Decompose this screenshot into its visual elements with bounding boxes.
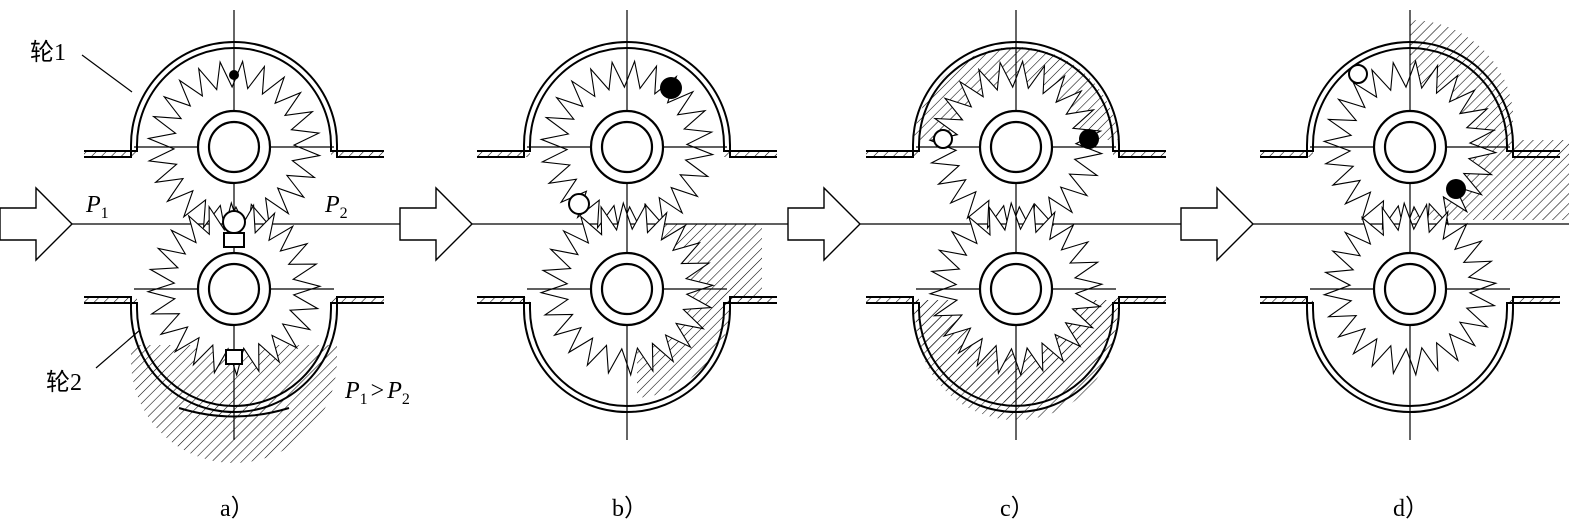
- svg-text:P1: P1: [85, 192, 109, 222]
- marker-filled: [229, 70, 239, 80]
- marker-filled: [1446, 179, 1466, 199]
- flange-right-top: [331, 151, 384, 157]
- gear-bore: [207, 120, 261, 174]
- flange-left-top: [84, 151, 137, 157]
- gear-bore: [989, 262, 1043, 316]
- flange-left-bottom: [1260, 297, 1313, 303]
- wheel1-label-group: 轮1: [30, 39, 133, 93]
- panel-b: [477, 10, 777, 440]
- marker-open: [1348, 64, 1368, 84]
- gear-bore: [1383, 120, 1437, 174]
- flow-arrows: [0, 186, 1254, 262]
- svg-text:P1>P2: P1>P2: [344, 378, 410, 408]
- panels: [84, 10, 1569, 463]
- key-block-lower: [225, 349, 243, 365]
- panel-d: [1260, 10, 1569, 440]
- caption-a: a）: [220, 496, 255, 521]
- wheel2-label-group: 轮2: [46, 329, 141, 396]
- wheel2-leader-line: [95, 329, 141, 369]
- p2-label: P2: [324, 192, 348, 222]
- wheel1-label: 轮1: [30, 39, 66, 66]
- flow-arrow-icon: [0, 186, 73, 262]
- flange-left-bottom: [866, 297, 919, 303]
- marker-open: [568, 193, 590, 215]
- flange-left-bottom: [84, 297, 137, 303]
- flange-right-bottom: [331, 297, 384, 303]
- flange-right-top: [1113, 151, 1166, 157]
- gear-bore: [600, 120, 654, 174]
- flow-arrow-icon: [399, 186, 473, 262]
- flow-arrow-icon: [787, 186, 861, 262]
- gear-bore: [989, 120, 1043, 174]
- caption-b: b）: [612, 496, 648, 521]
- flange-left-top: [1260, 151, 1313, 157]
- gear-bore: [600, 262, 654, 316]
- panel-c: [866, 10, 1166, 440]
- svg-text:P2: P2: [324, 192, 348, 222]
- flange-left-top: [477, 151, 530, 157]
- flow-arrow-icon: [1180, 186, 1254, 262]
- wheel1-leader-line: [81, 54, 133, 93]
- caption-c: c）: [1000, 496, 1035, 521]
- flange-right-bottom: [1507, 297, 1560, 303]
- p1-label: P1: [85, 192, 109, 222]
- caption-d: d）: [1393, 496, 1429, 521]
- marker-filled: [660, 77, 682, 99]
- flange-right-top: [724, 151, 777, 157]
- flange-right-top: [1507, 151, 1560, 157]
- panel-a: [84, 10, 384, 463]
- marker-open: [222, 210, 246, 234]
- flange-left-top: [866, 151, 919, 157]
- marker-open: [933, 129, 953, 149]
- key-block: [223, 232, 245, 248]
- gear-bore: [207, 262, 261, 316]
- wheel2-label: 轮2: [46, 369, 82, 396]
- gear-bore: [1383, 262, 1437, 316]
- flange-right-bottom: [1113, 297, 1166, 303]
- flange-right-bottom: [724, 297, 777, 303]
- marker-filled: [1079, 129, 1099, 149]
- flange-left-bottom: [477, 297, 530, 303]
- pressure-inequality: P1>P2: [344, 378, 410, 408]
